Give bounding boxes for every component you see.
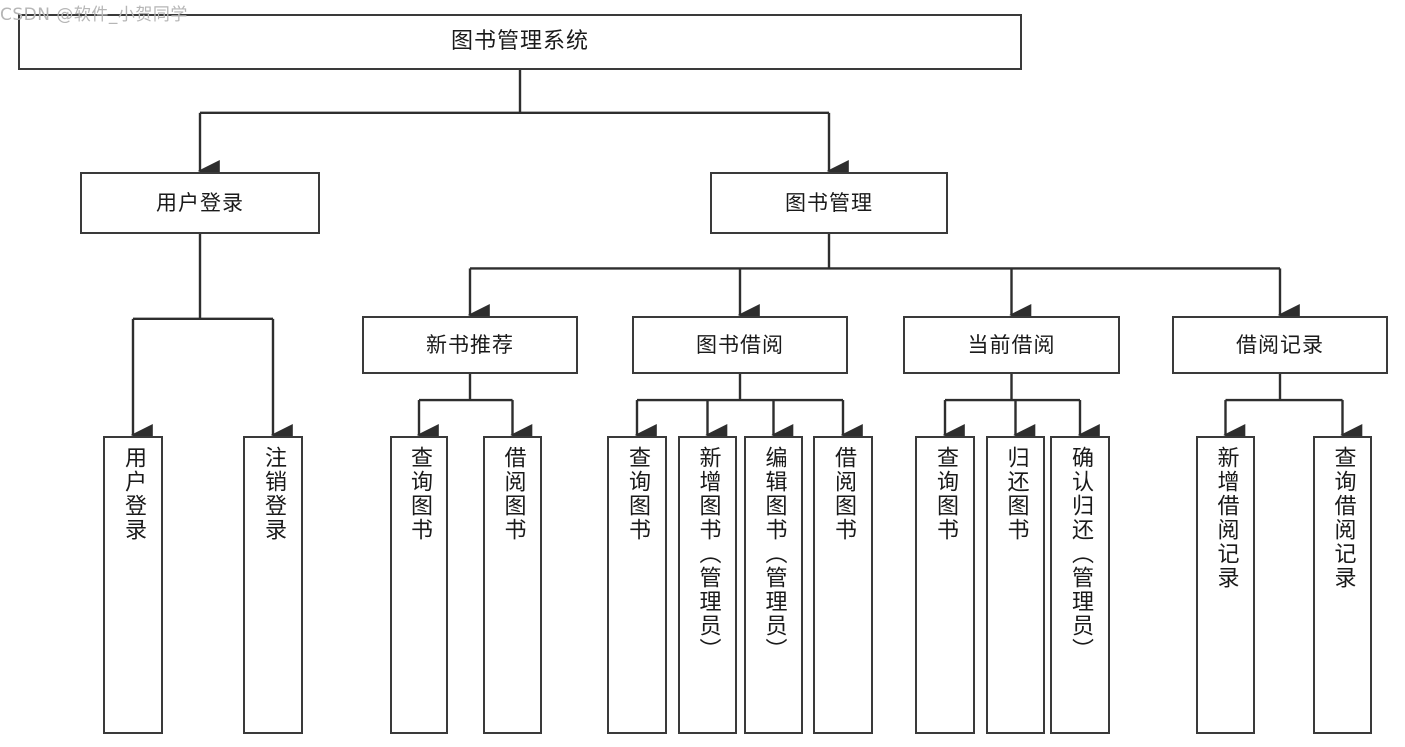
csdn-watermark: CSDN @软件_小贺同学 (0, 5, 188, 25)
node-label: 新增图书（管理员） (695, 446, 721, 662)
node-leaf-bo-borrow[interactable]: 借阅图书 (813, 436, 873, 734)
node-leaf-bo-add[interactable]: 新增图书（管理员） (678, 436, 737, 734)
node-label: 新书推荐 (426, 332, 514, 357)
node-root[interactable]: 图书管理系统 (18, 14, 1022, 70)
node-borrow[interactable]: 图书借阅 (632, 316, 848, 374)
node-leaf-cur-query[interactable]: 查询图书 (915, 436, 975, 734)
node-label: 查询图书 (625, 446, 650, 542)
node-login[interactable]: 用户登录 (80, 172, 320, 234)
node-leaf-bo-edit[interactable]: 编辑图书（管理员） (744, 436, 803, 734)
node-label: 查询图书 (933, 446, 958, 542)
node-label: 归还图书 (1003, 446, 1029, 542)
node-newbook[interactable]: 新书推荐 (362, 316, 578, 374)
node-label: 借阅图书 (500, 446, 526, 542)
node-leaf-new-query[interactable]: 查询图书 (390, 436, 448, 734)
node-label: 图书借阅 (696, 332, 784, 357)
node-leaf-rec-query[interactable]: 查询借阅记录 (1313, 436, 1372, 734)
node-leaf-bo-query[interactable]: 查询图书 (607, 436, 667, 734)
node-leaf-cur-confirm[interactable]: 确认归还（管理员） (1050, 436, 1110, 734)
node-current[interactable]: 当前借阅 (903, 316, 1120, 374)
node-leaf-user-login[interactable]: 用户登录 (103, 436, 163, 734)
node-label: 借阅记录 (1236, 332, 1324, 357)
node-label: 确认归还（管理员） (1068, 446, 1093, 662)
node-label: 图书管理 (785, 190, 873, 215)
node-label: 编辑图书（管理员） (761, 446, 787, 662)
node-label: 查询借阅记录 (1330, 446, 1356, 590)
node-label: 注销登录 (261, 446, 286, 542)
node-label: 用户登录 (156, 190, 244, 215)
node-leaf-user-logout[interactable]: 注销登录 (243, 436, 303, 734)
node-bookmgmt[interactable]: 图书管理 (710, 172, 948, 234)
node-label: 图书管理系统 (450, 29, 589, 55)
node-label: 借阅图书 (831, 446, 856, 542)
node-label: 当前借阅 (967, 332, 1056, 357)
node-leaf-cur-return[interactable]: 归还图书 (986, 436, 1045, 734)
node-label: 新增借阅记录 (1213, 446, 1239, 590)
node-label: 用户登录 (121, 446, 146, 542)
node-label: 查询图书 (407, 446, 432, 542)
node-leaf-rec-add[interactable]: 新增借阅记录 (1196, 436, 1255, 734)
node-records[interactable]: 借阅记录 (1172, 316, 1388, 374)
node-leaf-new-borrow[interactable]: 借阅图书 (483, 436, 542, 734)
